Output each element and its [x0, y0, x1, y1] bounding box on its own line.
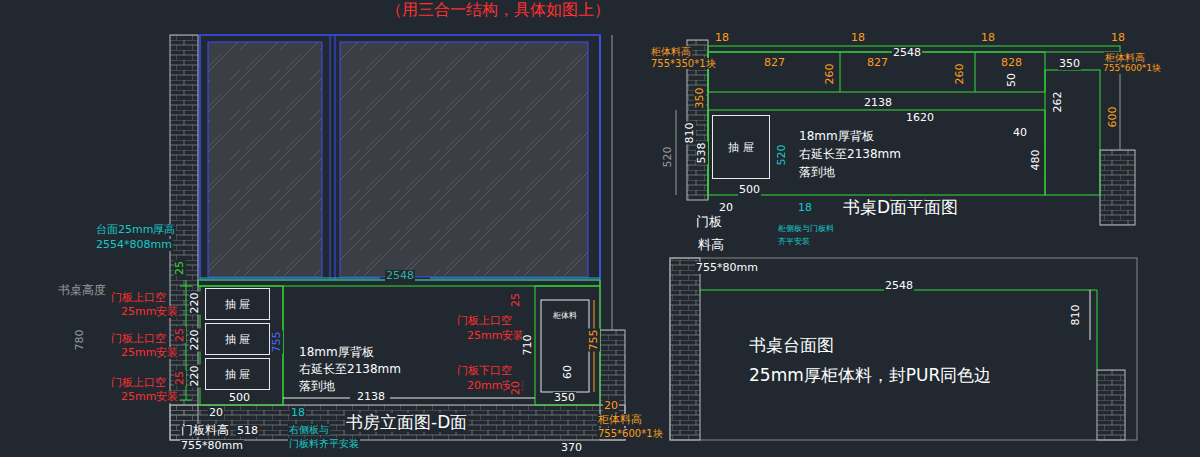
annotation-text: 门板上口空 — [110, 333, 167, 345]
annotation-text: 755 — [588, 329, 600, 352]
annotation-text: 18 — [290, 407, 306, 419]
annotation-text: 520 — [776, 144, 788, 167]
annotation-text: 60 — [562, 364, 574, 380]
annotation-text: 书桌高度 — [57, 284, 107, 297]
annotation-text: 370 — [560, 442, 583, 454]
annotation-text: 755*600*1块 — [597, 428, 664, 439]
annotation-text: 右延长至2138mm — [298, 363, 402, 376]
annotation-text: 门板上口空 — [456, 315, 513, 327]
annotation-text: 480 — [1030, 149, 1042, 172]
annotation-text: 20 — [718, 202, 734, 214]
annotation-text: 50 — [1006, 72, 1018, 88]
annotation-text: 2548 — [884, 280, 914, 292]
drawer-label: 抽 屉 — [225, 367, 251, 382]
annotation-text: 710 — [522, 334, 534, 357]
annotation-text: 755*80mm — [180, 440, 244, 452]
annotation-text: 25mm厚柜体料，封PUR同色边 — [748, 366, 992, 385]
annotation-text: 2554*808mm — [95, 239, 173, 251]
annotation-text: 18 — [1110, 32, 1126, 44]
annotation-text: 料高 — [697, 238, 725, 252]
annotation-text: 350 — [694, 87, 706, 110]
annotation-text: 828 — [1000, 57, 1023, 69]
annotation-text: 2138 — [863, 97, 893, 109]
annotation-text: 260 — [954, 63, 966, 86]
annotation-text: 520 — [662, 146, 674, 169]
annotation-text: 2548 — [892, 47, 922, 59]
annotation-text: （用三合一结构，具体如图上） — [385, 1, 611, 19]
annotation-text: 柜侧板与门板料 — [777, 225, 835, 234]
annotation-text: 262 — [1052, 91, 1064, 114]
annotation-text: 1620 — [905, 112, 935, 124]
annotation-text: 18 — [714, 32, 730, 44]
annotation-text: 350 — [553, 392, 576, 404]
annotation-text: 台面25mm厚高 — [95, 224, 176, 236]
annotation-text: 书桌D面平面图 — [842, 198, 959, 217]
annotation-text: 18 — [797, 202, 813, 214]
annotation-text: 2138 — [356, 391, 386, 403]
annotation-text: 500 — [738, 184, 761, 196]
annotation-text: 门板上口空 — [110, 377, 167, 389]
annotation-text: 518 — [236, 425, 259, 437]
annotation-text: 门板料齐平安装 — [288, 438, 360, 449]
annotation-text: 25 — [174, 370, 186, 386]
annotation-text: 25 — [510, 292, 522, 308]
annotation-text: 柜体料高 — [1104, 52, 1146, 63]
drawer-box: 抽 屉 — [205, 323, 270, 355]
annotation-text: 柜体料高 — [650, 46, 692, 57]
annotation-text: 右侧板与 — [288, 424, 330, 435]
annotation-text: 20 — [208, 407, 224, 419]
annotation-text: 827 — [763, 57, 786, 69]
annotation-text: 右延长至2138mm — [798, 148, 902, 161]
annotation-text: 25mm安装 — [466, 330, 525, 342]
annotation-text: 220 — [189, 292, 201, 315]
annotation-text: 齐平安装 — [777, 238, 811, 247]
annotation-text: 18mm厚背板 — [298, 346, 375, 359]
annotation-text: 827 — [866, 57, 889, 69]
drawer-label: 抽 屉 — [728, 140, 754, 155]
annotation-text: 18 — [980, 32, 996, 44]
annotation-text: 500 — [228, 392, 251, 404]
annotation-text: 书桌台面图 — [748, 336, 835, 355]
drawer-label: 抽 屉 — [225, 332, 251, 347]
annotation-text: 600 — [1107, 106, 1119, 129]
drawer-label: 抽 屉 — [225, 297, 251, 312]
annotation-text: 810 — [684, 122, 696, 145]
annotation-text: 柜体料 — [552, 312, 578, 321]
annotation-text: 门板 — [695, 215, 723, 229]
annotation-text: 25 — [174, 327, 186, 343]
annotation-text: 18 — [850, 32, 866, 44]
annotation-text: 40 — [1012, 127, 1028, 139]
annotation-text: 25mm安装 — [120, 306, 179, 318]
annotation-text: 350 — [1058, 58, 1081, 70]
annotation-text: 260 — [824, 63, 836, 86]
annotation-text: 755*80mm — [695, 262, 759, 274]
annotation-text: 25 — [174, 260, 186, 276]
drawer-box: 抽 屉 — [205, 288, 270, 320]
annotation-text: 25mm安装 — [120, 391, 179, 403]
annotation-text: 538 — [696, 142, 708, 165]
annotation-text: 755 — [271, 331, 283, 354]
annotation-text: 2548 — [385, 270, 415, 282]
annotation-text: 755*350*1块 — [650, 58, 717, 69]
annotation-text: 25mm安装 — [120, 347, 179, 359]
annotation-text: 810 — [1070, 304, 1082, 327]
annotation-text: 220 — [189, 365, 201, 388]
annotation-text: 20 — [603, 400, 619, 412]
annotation-text: 门板上口空 — [110, 292, 167, 304]
annotation-text: 落到地 — [798, 166, 836, 179]
annotation-text: 落到地 — [298, 380, 336, 393]
drawer-box: 抽 屉 — [712, 115, 770, 179]
annotation-text: 220 — [189, 329, 201, 352]
annotation-text: 门板下口空 — [456, 365, 513, 377]
annotation-text: 柜体料高 — [597, 414, 643, 426]
annotation-text: 门板料高 — [180, 424, 230, 437]
annotation-text: 780 — [74, 329, 86, 352]
annotation-text: 20 — [510, 380, 522, 396]
annotation-text: 755*600*1块 — [1102, 64, 1162, 74]
annotation-text: 18mm厚背板 — [798, 130, 875, 143]
annotation-text: 书房立面图-D面 — [345, 413, 468, 432]
drawer-box: 抽 屉 — [205, 358, 270, 390]
